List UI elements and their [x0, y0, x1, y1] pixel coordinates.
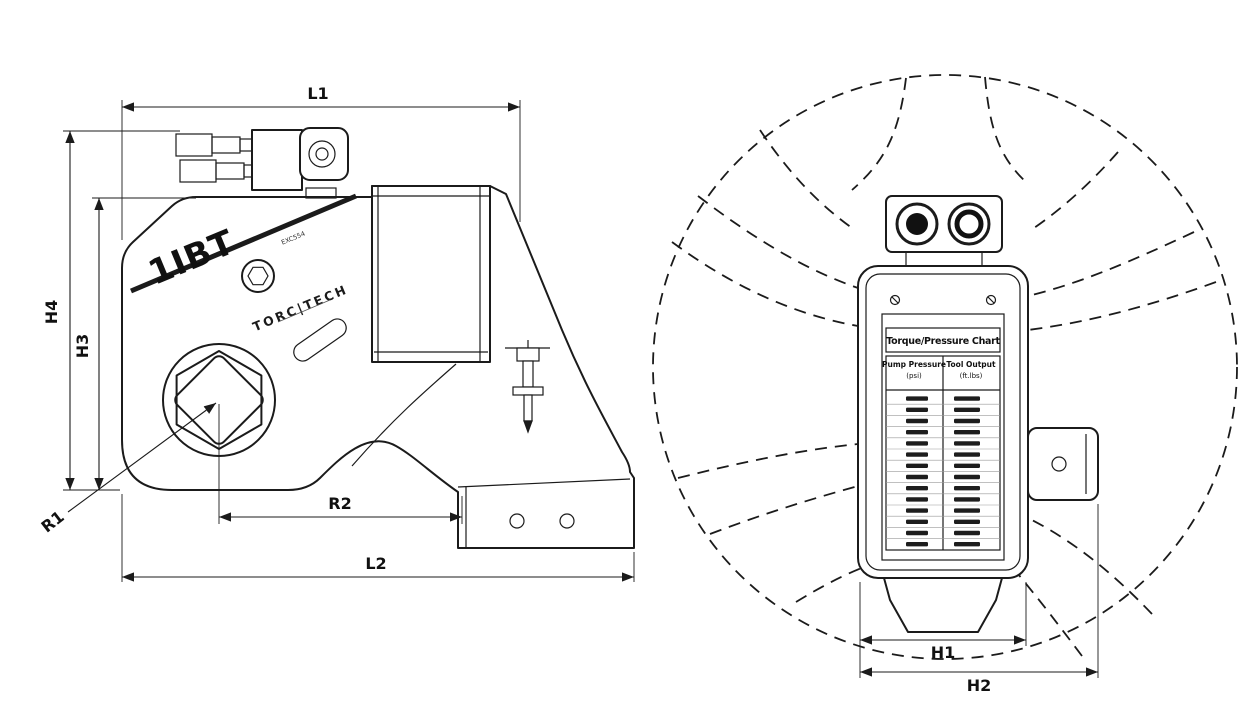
body-tail [883, 577, 1003, 633]
col-unit-pressure: (psi) [906, 372, 922, 380]
col-header-output: Tool Output [946, 360, 996, 369]
hex-bolt [241, 259, 275, 293]
dim-L1: L1 [121, 84, 521, 240]
manifold-block [251, 129, 303, 191]
dim-H2-label: H2 [967, 676, 992, 695]
slot-cutout [293, 318, 347, 362]
dim-H4-label: H4 [42, 300, 61, 325]
swivel-head [299, 127, 349, 181]
dim-H1: H1 [859, 582, 1027, 678]
dim-H2: H2 [860, 504, 1099, 695]
knurled-coupler [179, 159, 217, 183]
col-unit-output: (ft.lbs) [960, 372, 983, 380]
bracket-hole [509, 513, 525, 529]
end-view: Torque/Pressure Chart Pump Pressure (psi… [652, 74, 1238, 695]
dim-L1-label: L1 [307, 84, 328, 103]
hydraulic-couplers [175, 127, 349, 199]
dim-L2: L2 [121, 494, 635, 582]
plate-screw [889, 294, 901, 306]
chart-rows [886, 396, 1000, 547]
plate-screw [985, 294, 997, 306]
port-block [885, 195, 1003, 266]
knurled-coupler [175, 133, 213, 157]
cylinder-block [371, 185, 491, 363]
dim-H3-label: H3 [73, 334, 92, 359]
dim-R2: R2 [218, 404, 463, 524]
col-header-pressure: Pump Pressure [882, 360, 946, 369]
dim-H4: H4 [42, 130, 180, 491]
drive-pin-hole [1051, 456, 1067, 472]
side-view: 1IBT EXC554 TORC|TECH L1 [38, 84, 635, 582]
bracket-hole [559, 513, 575, 529]
arm-inner-edge [351, 363, 457, 467]
dim-R2-label: R2 [328, 494, 351, 513]
dim-R1-label: R1 [38, 507, 68, 536]
drive-square [174, 355, 264, 445]
torque-pressure-plate: Torque/Pressure Chart Pump Pressure (psi… [881, 313, 1005, 561]
foot-bracket [457, 478, 631, 548]
dim-L2-label: L2 [365, 554, 386, 573]
dim-H3: H3 [73, 197, 196, 490]
square-drive [1027, 427, 1099, 501]
dim-H1-label: H1 [931, 643, 956, 662]
drain-fitting [505, 340, 550, 434]
tool-body-outline [121, 185, 635, 549]
plate-title: Torque/Pressure Chart [886, 336, 1000, 347]
